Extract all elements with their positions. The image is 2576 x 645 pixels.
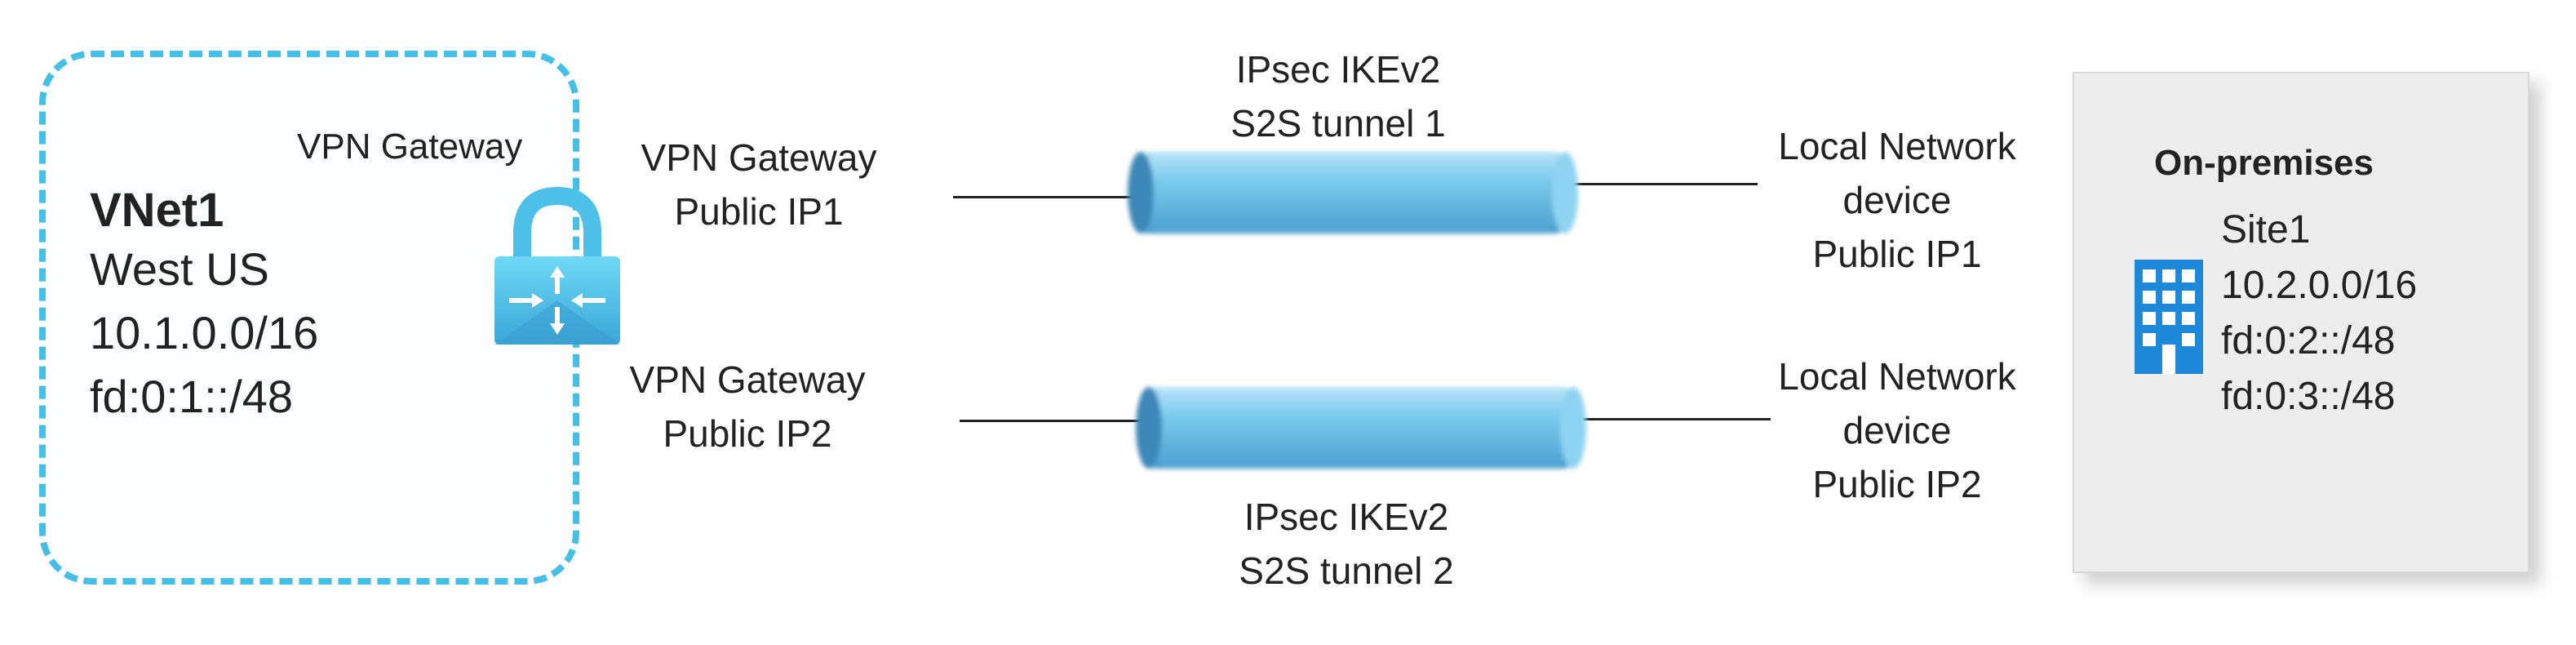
local-device2-line2: device — [1842, 409, 1952, 452]
vnet-ipv6-prefix: fd:0:1::/48 — [90, 371, 294, 422]
tunnel1-pipe — [1128, 152, 1578, 234]
tunnel2-pipe — [1136, 387, 1586, 469]
site-ipv4-prefix: 10.2.0.0/16 — [2221, 264, 2418, 307]
local-device1-line2: device — [1842, 179, 1952, 221]
local-device1-line1: Local Network — [1778, 125, 2016, 167]
tunnel1-line2: S2S tunnel 1 — [1230, 102, 1446, 145]
connector-line — [960, 420, 1141, 422]
site-ipv6-prefix-1: fd:0:2::/48 — [2221, 319, 2396, 363]
onprem-title: On-premises — [2154, 143, 2374, 183]
vpn-gateway-label: VPN Gateway — [297, 127, 523, 167]
vnet-name: VNet1 — [90, 184, 224, 237]
connector-line — [1567, 183, 1758, 185]
gateway-ip1-line2: Public IP1 — [674, 190, 844, 233]
site-ipv6-prefix-2: fd:0:3::/48 — [2221, 375, 2396, 418]
local-device2-line1: Local Network — [1778, 355, 2016, 398]
gateway-ip1-line1: VPN Gateway — [641, 136, 877, 179]
gateway-ip2-line2: Public IP2 — [663, 412, 832, 455]
local-device1-label: Local Network device Public IP1 — [1762, 119, 2032, 281]
local-device1-line3: Public IP1 — [1812, 233, 1982, 275]
local-device2-label: Local Network device Public IP2 — [1762, 349, 2032, 511]
vnet-region: West US — [90, 243, 269, 295]
local-device2-line3: Public IP2 — [1812, 463, 1982, 505]
vpn-gateway-lock-icon — [494, 186, 620, 345]
site-name: Site1 — [2221, 208, 2311, 251]
tunnel2-line2: S2S tunnel 2 — [1239, 549, 1454, 592]
tunnel2-line1: IPsec IKEv2 — [1244, 496, 1449, 538]
building-icon — [2135, 260, 2203, 374]
vnet-ipv4-prefix: 10.1.0.0/16 — [90, 307, 319, 358]
tunnel1-label: IPsec IKEv2 S2S tunnel 1 — [1191, 42, 1485, 150]
gateway-ip2-line1: VPN Gateway — [629, 358, 866, 401]
gateway-public-ip1-label: VPN Gateway Public IP1 — [628, 131, 889, 238]
connector-line — [953, 196, 1134, 198]
vnet-container — [39, 51, 579, 585]
tunnel1-line1: IPsec IKEv2 — [1235, 48, 1441, 91]
connector-line — [1583, 418, 1771, 420]
gateway-public-ip2-label: VPN Gateway Public IP2 — [617, 353, 878, 460]
tunnel2-label: IPsec IKEv2 S2S tunnel 2 — [1199, 490, 1493, 598]
